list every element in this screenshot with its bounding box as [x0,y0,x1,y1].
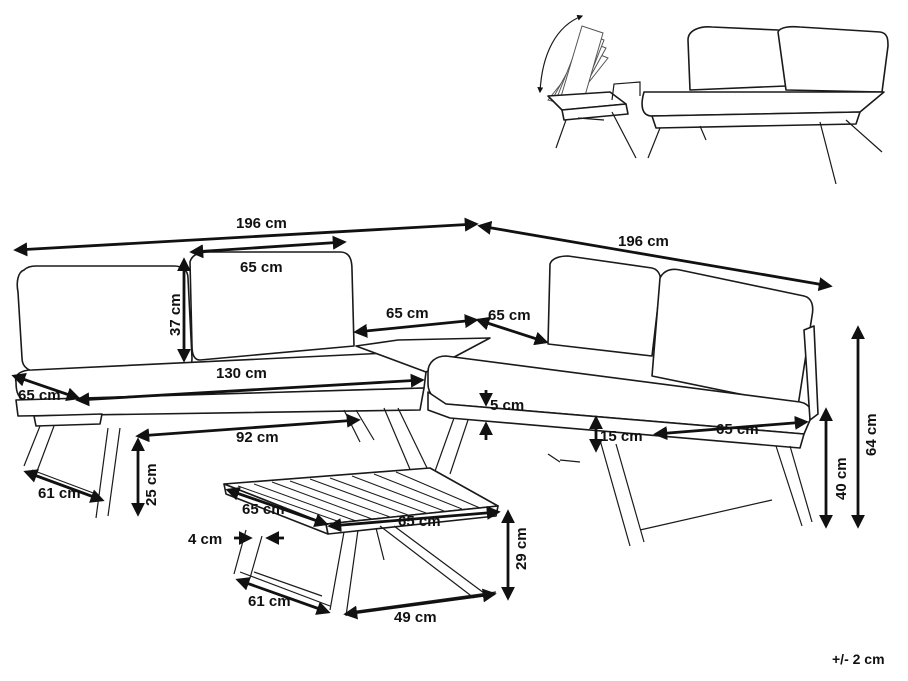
label-leg-depth: 61 cm [38,485,81,502]
arrow-table-leg-depth [235,577,331,615]
label-seat-depth-right: 65 cm [716,421,759,438]
label-total-height: 64 cm [863,413,880,456]
label-corner-depth: 65 cm [488,307,531,324]
inset-back-cushion-left [687,26,789,91]
arrow-table-depth [225,487,329,527]
label-back-height: 37 cm [167,293,184,336]
back-cushion-left [16,265,193,373]
arrow-seat-depth-left [11,373,81,401]
label-total-width-left: 196 cm [236,215,287,232]
label-back-cushion-width: 65 cm [240,259,283,276]
label-leg-span: 92 cm [236,429,279,446]
arrow-corner-depth [475,316,549,346]
sofa-right-section [355,255,819,547]
arrow-leg-depth [23,469,105,503]
arrow-back-cushion-width [189,235,347,259]
label-table-leg-width: 49 cm [394,609,437,626]
recline-arrow-icon [537,14,584,94]
arrow-table-leg-width [343,588,497,620]
label-table-leg-depth: 61 cm [248,593,291,610]
dimension-arrows [11,217,865,620]
recline-inset-illustration [537,14,889,185]
label-total-width-right: 196 cm [618,233,669,250]
arrow-seat-length [75,373,425,407]
tolerance-note: +/- 2 cm [832,651,885,667]
label-seat-height: 40 cm [833,457,850,500]
label-corner-width: 65 cm [386,305,429,322]
label-seat-depth-left: 65 cm [18,387,61,404]
label-cushion-thickness: 5 cm [490,397,524,414]
arrow-corner-width [353,314,479,338]
label-table-top-thickness: 4 cm [188,531,222,548]
label-table-height: 29 cm [513,527,530,570]
arrow-total-width-right [477,220,833,292]
inset-back-cushion-right [777,25,889,93]
back-cushion-right-a [547,255,662,357]
label-table-depth: 65 cm [242,501,285,518]
dimension-labels: 196 cm 196 cm 65 cm 37 cm 65 cm 65 cm 65… [18,215,885,667]
label-table-width: 65 cm [398,513,441,530]
arrow-leg-span [135,413,361,443]
label-frame-thickness: 15 cm [600,428,643,445]
arrow-table-width [327,505,501,533]
label-leg-clearance: 25 cm [143,463,160,506]
arrow-seat-depth-right [653,415,809,441]
label-seat-length: 130 cm [216,365,267,382]
